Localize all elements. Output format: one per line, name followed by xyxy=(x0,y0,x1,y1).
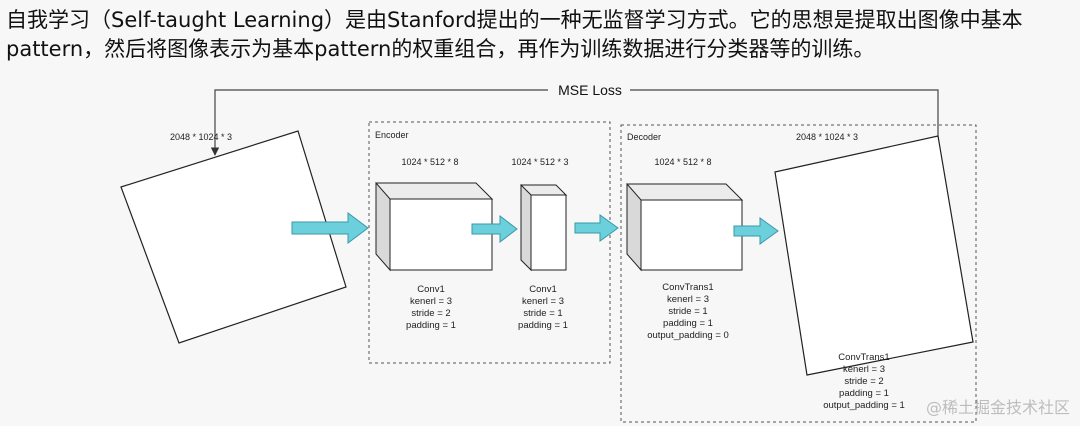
flow-arrows xyxy=(291,212,779,245)
encoder-title: Encoder xyxy=(375,130,409,140)
flow-arrow-icon xyxy=(471,214,518,244)
param-line: stride = 1 xyxy=(523,308,562,319)
param-line: stride = 2 xyxy=(411,308,450,319)
param-line: padding = 1 xyxy=(406,320,456,331)
param-line: stride = 1 xyxy=(668,306,707,317)
decoder-block-2-params: ConvTrans1 kenerl = 3 stride = 2 padding… xyxy=(823,352,905,411)
decoder-frame xyxy=(620,124,977,423)
decoder-title: Decoder xyxy=(627,132,661,142)
param-line: Conv1 xyxy=(417,284,444,295)
flow-arrow-icon xyxy=(733,217,779,245)
flow-arrow-icon xyxy=(291,212,369,244)
encoder-block-1-dims: 1024 * 512 * 8 xyxy=(401,157,458,167)
watermark: @稀土掘金技术社区 xyxy=(925,398,1070,417)
input-image xyxy=(120,130,347,344)
param-line: ConvTrans1 xyxy=(838,352,889,363)
encoder-block-2-params: Conv1 kenerl = 3 stride = 1 padding = 1 xyxy=(518,284,568,331)
decoder-block-1-params: ConvTrans1 kenerl = 3 stride = 1 padding… xyxy=(647,282,729,341)
encoder-block-2-dims: 1024 * 512 * 3 xyxy=(511,157,568,167)
param-line: padding = 1 xyxy=(663,318,713,329)
param-line: kenerl = 3 xyxy=(667,294,709,305)
encoder-block-2 xyxy=(519,184,568,272)
param-line: padding = 1 xyxy=(839,388,889,399)
param-line: output_padding = 0 xyxy=(647,330,729,341)
param-line: kenerl = 3 xyxy=(843,364,885,375)
output-image xyxy=(774,135,974,376)
param-line: padding = 1 xyxy=(518,320,568,331)
output-dims: 2048 * 1024 * 3 xyxy=(796,132,858,142)
decoder-block-1-dims: 1024 * 512 * 8 xyxy=(654,157,711,167)
input-dims: 2048 * 1024 * 3 xyxy=(170,132,232,142)
param-line: output_padding = 1 xyxy=(823,400,905,411)
mse-loss-label: MSE Loss xyxy=(558,82,622,98)
param-line: kenerl = 3 xyxy=(522,296,564,307)
encoder-block-1-params: Conv1 kenerl = 3 stride = 2 padding = 1 xyxy=(406,284,456,331)
param-line: kenerl = 3 xyxy=(410,296,452,307)
loss-feedback-line xyxy=(215,89,939,160)
param-line: stride = 2 xyxy=(844,376,883,387)
param-line: Conv1 xyxy=(529,284,556,295)
param-line: ConvTrans1 xyxy=(662,282,713,293)
decoder-block-1 xyxy=(625,183,744,272)
flow-arrow-icon xyxy=(574,214,619,242)
encoder-frame xyxy=(368,121,611,364)
intro-paragraph: 自我学习（Self-taught Learning）是由Stanford提出的一… xyxy=(6,8,1023,61)
